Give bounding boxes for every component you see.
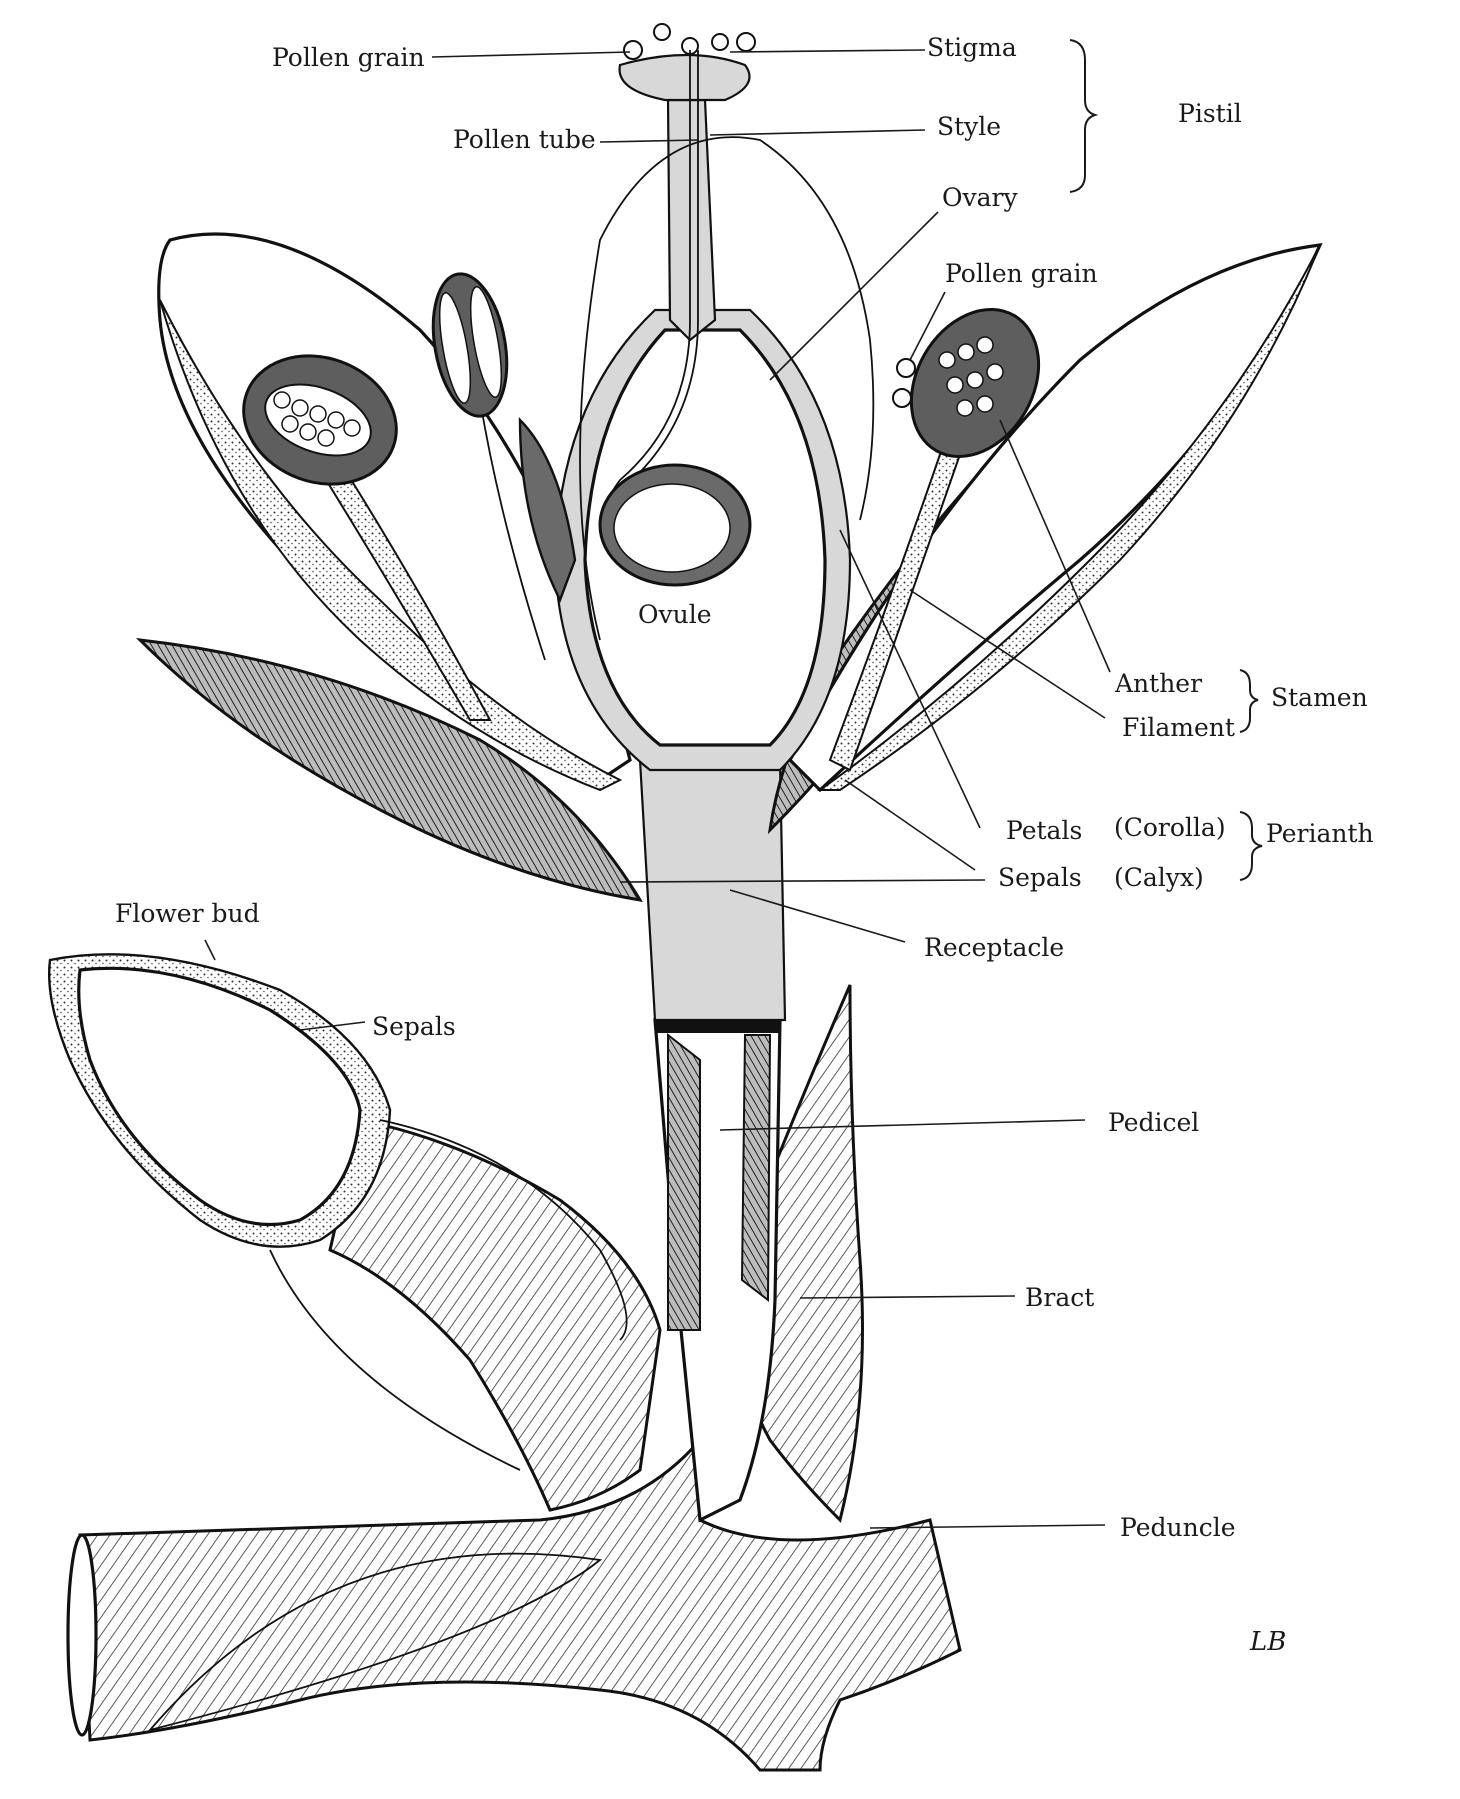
brace-perianth xyxy=(1239,811,1263,881)
label-stamen: Stamen xyxy=(1271,683,1368,712)
label-anther: Anther xyxy=(1114,669,1202,698)
label-pollen-grain-top: Pollen grain xyxy=(272,43,425,72)
label-ovule: Ovule xyxy=(638,600,712,629)
pistil-shape xyxy=(553,23,875,772)
peduncle-shape xyxy=(66,1435,962,1772)
artist-signature: LB xyxy=(1249,1627,1286,1657)
label-calyx: (Calyx) xyxy=(1114,863,1204,892)
label-sepals-bud: Sepals xyxy=(372,1012,456,1041)
label-receptacle: Receptacle xyxy=(924,933,1064,962)
label-corolla: (Corolla) xyxy=(1114,813,1226,842)
label-pedicel: Pedicel xyxy=(1108,1108,1199,1137)
pedicel-shape xyxy=(653,1015,782,1523)
brace-stamen xyxy=(1239,669,1259,733)
label-petals: Petals xyxy=(1006,816,1082,845)
label-pollen-tube: Pollen tube xyxy=(453,125,596,154)
receptacle-shape xyxy=(638,758,787,1022)
label-style: Style xyxy=(937,112,1001,141)
label-peduncle: Peduncle xyxy=(1120,1513,1236,1542)
label-pistil: Pistil xyxy=(1178,99,1242,128)
label-pollen-grain-right: Pollen grain xyxy=(945,259,1098,288)
label-bract: Bract xyxy=(1025,1283,1094,1312)
label-flower-bud: Flower bud xyxy=(115,899,260,928)
leader-lines xyxy=(204,49,1111,1529)
label-sepals: Sepals xyxy=(998,863,1082,892)
label-filament: Filament xyxy=(1122,713,1235,742)
label-ovary: Ovary xyxy=(942,183,1018,212)
label-stigma: Stigma xyxy=(927,33,1017,62)
flower-bud-shape xyxy=(47,953,662,1512)
brace-pistil xyxy=(1069,39,1099,193)
label-perianth: Perianth xyxy=(1266,819,1374,848)
stamens-shape xyxy=(242,272,1041,772)
